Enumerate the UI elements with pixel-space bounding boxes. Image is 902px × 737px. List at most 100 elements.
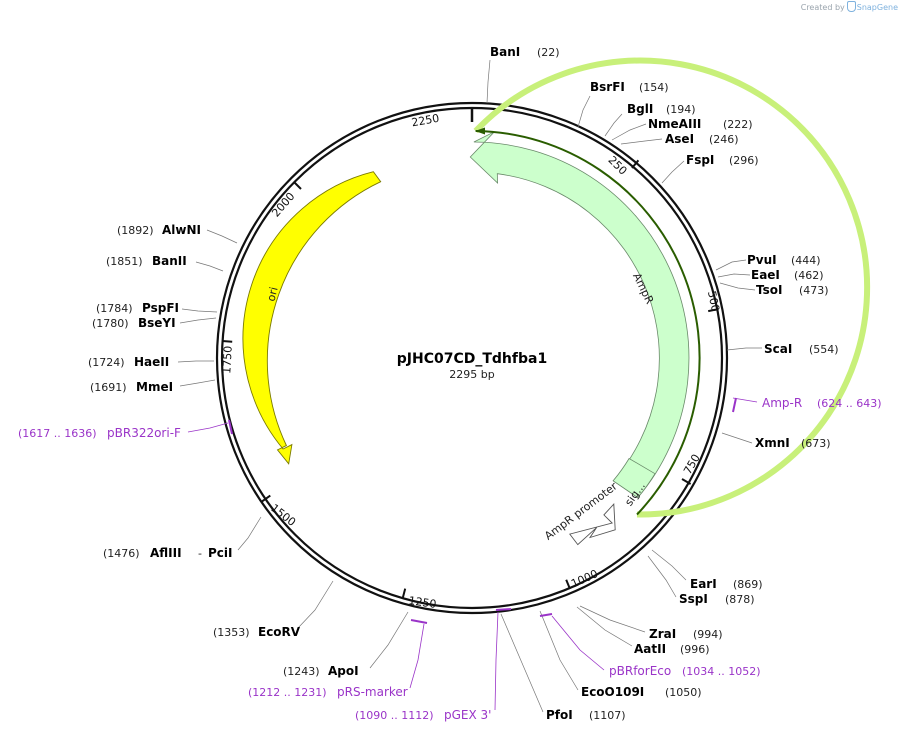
- site-leader: [486, 59, 491, 104]
- tick-mark: [293, 181, 302, 190]
- ori-arrow: [242, 171, 382, 465]
- tick-mark: [261, 494, 271, 503]
- site-position: (1784): [96, 302, 133, 315]
- snapgene-credit: Created by SnapGene: [801, 1, 898, 12]
- site-leader: [721, 432, 753, 444]
- ampr-orf-arrowhead: [475, 127, 485, 135]
- site-name: FspI: [686, 153, 714, 167]
- primer-position: (1034 .. 1052): [682, 665, 761, 678]
- primer-leader: [732, 397, 758, 403]
- primer-position: (624 .. 643): [817, 397, 882, 410]
- site-leader: [177, 360, 214, 363]
- site-separator: -: [198, 547, 202, 560]
- primer-leader: [551, 615, 605, 671]
- site-name: MmeI: [136, 380, 173, 394]
- tick-mark: [708, 308, 719, 313]
- tick-mark: [681, 478, 692, 485]
- site-position: (444): [791, 254, 821, 267]
- site-name: AatII: [634, 642, 666, 656]
- site-position: (296): [729, 154, 759, 167]
- primer-position: (1212 .. 1231): [248, 686, 327, 699]
- site-name: NmeAIII: [648, 117, 701, 131]
- site-position: (673): [801, 437, 831, 450]
- site-position: (1691): [90, 381, 127, 394]
- site-leader: [611, 123, 647, 141]
- site-position: (246): [709, 133, 739, 146]
- plasmid-name: pJHC07CD_Tdhfba1: [397, 351, 547, 367]
- site-leader: [726, 347, 762, 351]
- site-name: PvuI: [747, 253, 777, 267]
- site-position: (1476): [103, 547, 140, 560]
- site-leader: [661, 160, 685, 184]
- primer-name: pGEX 3': [444, 708, 491, 722]
- site-leader: [179, 317, 217, 324]
- site-name: EarI: [690, 577, 717, 591]
- signal-sequence: [612, 457, 656, 499]
- primer-leader: [494, 611, 499, 711]
- site-name: EaeI: [751, 268, 780, 282]
- primer-marker-pbrforeco: [539, 613, 553, 617]
- primer-markers: [187, 397, 758, 711]
- site-name: XmnI: [755, 436, 790, 450]
- site-name: HaeII: [134, 355, 169, 369]
- tick-label: 1750: [220, 345, 234, 374]
- site-position: (554): [809, 343, 839, 356]
- primer-leader: [187, 422, 229, 433]
- site-position: (462): [794, 269, 824, 282]
- tick-label: 2000: [269, 190, 297, 220]
- tick-label: 1500: [268, 502, 298, 529]
- primer-position: (1617 .. 1636): [18, 427, 97, 440]
- snapgene-logo-icon: [846, 1, 856, 12]
- site-position: (996): [680, 643, 710, 656]
- site-name: BanI: [490, 45, 520, 59]
- site-leader: [206, 229, 238, 244]
- tick-mark: [222, 340, 233, 343]
- site-position: (869): [733, 578, 763, 591]
- site-position: (1243): [283, 665, 320, 678]
- site-position: (1780): [92, 317, 129, 330]
- site-name: AlwNI: [162, 223, 201, 237]
- site-position: (1353): [213, 626, 250, 639]
- primer-leader: [409, 623, 425, 689]
- primer-name: pBR322ori-F: [107, 426, 181, 440]
- backbone-outer: [215, 101, 729, 615]
- site-name: BanII: [152, 254, 187, 268]
- site-leader: [717, 273, 751, 278]
- tick-label: 250: [605, 154, 629, 178]
- site-position: (473): [799, 284, 829, 297]
- site-name: ScaI: [764, 342, 792, 356]
- ticks: [222, 159, 719, 599]
- site-position: (1724): [88, 356, 125, 369]
- site-position: (1851): [106, 255, 143, 268]
- primer-labels: Amp-R (624 .. 643) pBRforEco (1034 .. 10…: [18, 396, 882, 722]
- site-name: PspFI: [142, 301, 179, 315]
- site-name: BseYI: [138, 316, 176, 330]
- site-position: (878): [725, 593, 755, 606]
- primer-marker-amp-r: [732, 397, 737, 413]
- site-position: (1050): [665, 686, 702, 699]
- site-position: (1107): [589, 709, 626, 722]
- site-leader: [604, 113, 623, 137]
- site-name: AseI: [665, 132, 694, 146]
- primer-name: pBRforEco: [609, 664, 671, 678]
- site-leader: [647, 555, 677, 598]
- site-name: ZraI: [649, 627, 676, 641]
- credit-prefix: Created by: [800, 3, 845, 12]
- primer-marker-pgex: [495, 608, 512, 611]
- site-name: BglI: [627, 102, 653, 116]
- site-leader: [620, 138, 663, 145]
- ampr-orf-halo: [473, 57, 871, 518]
- credit-brand: SnapGene: [856, 3, 898, 12]
- primer-name: Amp-R: [762, 396, 802, 410]
- primer-position: (1090 .. 1112): [355, 709, 434, 722]
- site-position: (222): [723, 118, 753, 131]
- site-name: EcoO109I: [581, 685, 644, 699]
- tick-label: 1250: [408, 594, 438, 611]
- site-position: (994): [693, 628, 723, 641]
- site-leader: [579, 605, 646, 633]
- site-position: (22): [537, 46, 560, 59]
- site-position: (194): [666, 103, 696, 116]
- ampr-orf-line: [475, 130, 701, 516]
- site-position: (1892): [117, 224, 154, 237]
